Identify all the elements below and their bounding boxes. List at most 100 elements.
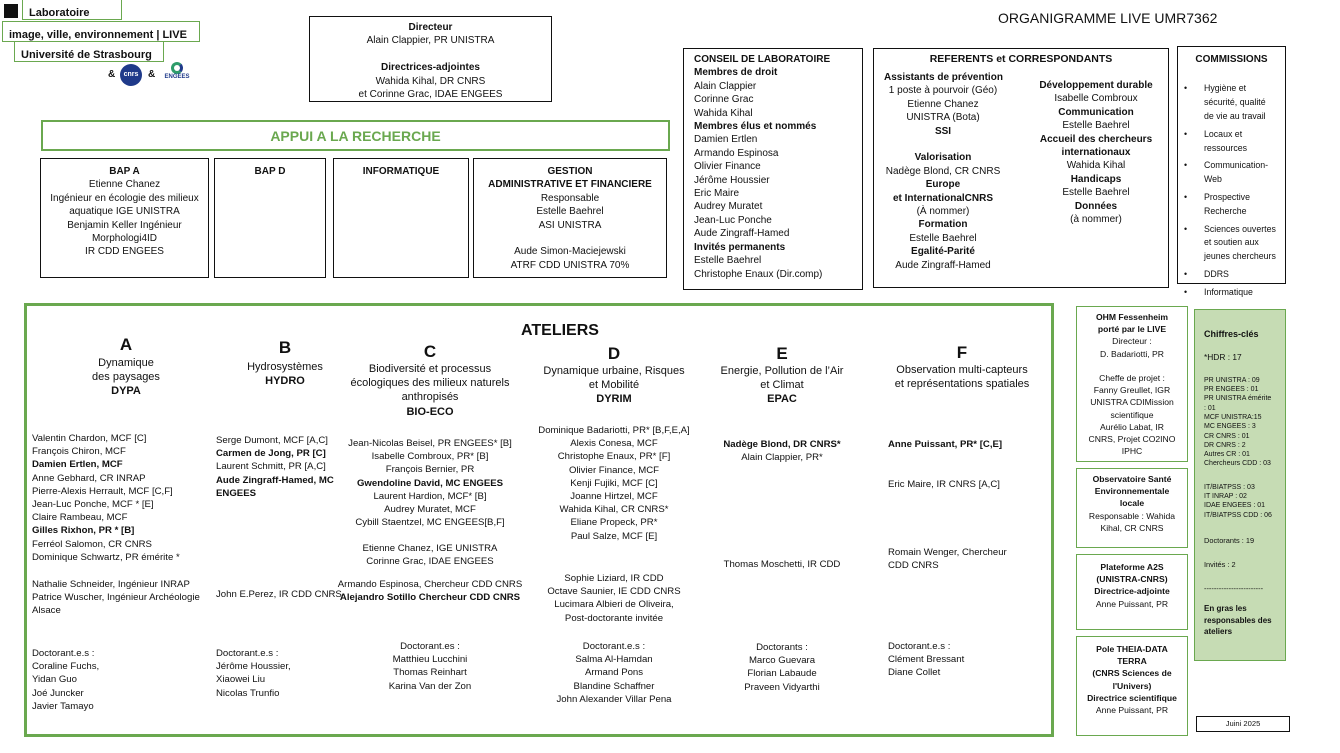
chiffres-item: IT/BIATPSS CDD : 06 — [1204, 511, 1272, 519]
atelier-member: Dominique Schwartz, PR émérite * — [32, 551, 180, 563]
observatoire-lines-line: Environnementale — [1094, 486, 1170, 497]
atelier-member: Yidan Guo — [32, 674, 77, 686]
atelier-member: Nadège Blond, DR CNRS* — [723, 439, 841, 450]
plateforme-lines-line: Anne Puissant, PR — [1095, 598, 1169, 609]
atelier-member: Jérôme Houssier, — [216, 661, 291, 673]
plateforme-lines-line: (UNISTRA-CNRS) — [1096, 574, 1168, 585]
commission-item-text: et soutien aux — [1204, 237, 1259, 248]
atelier-member: John Alexander Villar Pena — [556, 693, 672, 705]
atelier-member: Clément Bressant — [888, 654, 965, 666]
gestion-lines-line: Aude Simon-Maciejewski — [514, 246, 626, 258]
atelier-head-line: Biodiversité et processus — [368, 363, 492, 375]
atelier-member: Armando Espinosa, Chercheur CDD CNRS — [337, 579, 523, 590]
atelier-member: Armand Pons — [584, 667, 644, 679]
bap-a-lines-line: aquatique IGE UNISTRA — [69, 206, 180, 218]
atelier-letter: A — [119, 335, 133, 354]
atelier-member: Doctorants : — [756, 642, 808, 653]
atelier-member: Lucimara Albieri de Oliveira, — [554, 599, 674, 611]
chiffres-item: MCF UNISTRA:15 — [1204, 414, 1262, 421]
chiffres-item: responsables des — [1204, 615, 1272, 625]
commission-item: DDRS — [1178, 268, 1285, 282]
chiffres-item: CR CNRS : 01 — [1204, 432, 1250, 440]
referents-right-line: Estelle Baehrel — [1062, 187, 1130, 199]
cnrs-logo-icon: cnrs — [120, 64, 142, 86]
plateforme-lines: Plateforme A2S(UNISTRA-CNRS)Directrice-a… — [1077, 561, 1187, 610]
direction-lines-line: Directrices-adjointes — [381, 62, 480, 74]
referents-right-line: Isabelle Combroux — [1054, 93, 1138, 105]
commission-item-text: Sciences ouvertes — [1204, 223, 1276, 234]
atelier-member: Diane Collet — [888, 667, 941, 679]
gestion-lines-line: ATRF CDD UNISTRA 70% — [510, 259, 630, 271]
atelier-member: Joanne Hirtzel, MCF — [570, 491, 658, 503]
bap-a-lines-line: Benjamin Keller Ingénieur — [67, 219, 182, 231]
chiffres-item: IDAE ENGEES : 01 — [1204, 502, 1266, 510]
atelier-member: Doctorant.e.s : — [32, 648, 95, 659]
bap-a-lines-line: BAP A — [109, 166, 140, 177]
atelier-member: Javier Tamayo — [32, 700, 94, 712]
appui-banner: APPUI A LA RECHERCHE — [41, 120, 670, 151]
chiffres-item: ateliers — [1204, 627, 1233, 637]
atelier-member: Corinne Grac, IDAE ENGEES — [366, 556, 494, 568]
date-box: Juini 2025 — [1196, 716, 1290, 732]
theia-lines-line: Directrice scientifique — [1087, 692, 1177, 703]
plateforme-lines-line: Plateforme A2S — [1100, 562, 1164, 572]
appui-title: APPUI A LA RECHERCHE — [270, 128, 441, 144]
atelier-member: Laurent Hardion, MCF* [B] — [373, 490, 487, 502]
referents-right-line: internationaux — [1061, 147, 1131, 159]
chiffres-item: PR ENGEES : 01 — [1204, 386, 1259, 394]
atelier-member: Marco Guevara — [748, 655, 816, 667]
atelier-member-group: Nadège Blond, DR CNRS*Alain Clappier, PR… — [682, 438, 882, 464]
atelier-head-line: Hydrosystèmes — [247, 361, 323, 373]
commissions-title: COMMISSIONS — [1195, 54, 1268, 65]
referents-right-line: Données — [1074, 200, 1118, 212]
referents-right-line: Estelle Baehrel — [1062, 120, 1130, 132]
atelier-member: Praveen Vidyarthi — [744, 681, 820, 693]
logo-line3: Université de Strasbourg — [21, 49, 152, 61]
ohm-lines-line: scientifique — [1110, 409, 1154, 420]
conseil-lines-line: Jérôme Houssier — [694, 174, 770, 186]
atelier-member: Post-doctorante invitée — [564, 612, 664, 624]
atelier-head-line: DYRIM — [596, 393, 632, 406]
direction-lines-line: Wahida Kihal, DR CNRS — [375, 75, 486, 87]
direction-lines-line: Alain Clappier, PR UNISTRA — [366, 35, 495, 47]
atelier-member: Alsace — [32, 605, 61, 617]
ohm-lines-line — [1077, 360, 1187, 372]
ohm-lines-line: CNRS, Projet CO2INO — [1088, 434, 1176, 445]
atelier-head-line: Observation multi-capteurs — [896, 364, 1028, 376]
atelier-member: Doctorant.e.s : — [216, 648, 279, 659]
direction-lines-line: Directeur — [408, 22, 453, 33]
chiffres-item: : 01 — [1204, 404, 1216, 412]
atelier-member: Eric Maire, IR CNRS [A,C] — [888, 479, 1000, 490]
commission-item-text: Locaux et — [1204, 128, 1243, 139]
ohm-lines-line: OHM Fessenheim — [1095, 312, 1169, 322]
referents-left-line: Estelle Baehrel — [909, 232, 977, 244]
conseil-lines-line: Alain Clappier — [694, 80, 757, 92]
atelier-member: Audrey Muratet, MCF — [384, 504, 476, 516]
commission-item-text: Recherche — [1204, 205, 1247, 216]
atelier-member: CDD CNRS — [888, 560, 939, 572]
referents-right-line: Communication — [1058, 106, 1134, 118]
atelier-letter: E — [776, 344, 788, 363]
referents-right-line: Handicaps — [1070, 173, 1122, 185]
commission-item-text: ressources — [1204, 142, 1248, 153]
logo-ampersand-1: & — [108, 69, 116, 80]
commission-item-text: Hygiène et — [1204, 83, 1247, 94]
atelier-member: Romain Wenger, Chercheur — [888, 547, 1007, 558]
